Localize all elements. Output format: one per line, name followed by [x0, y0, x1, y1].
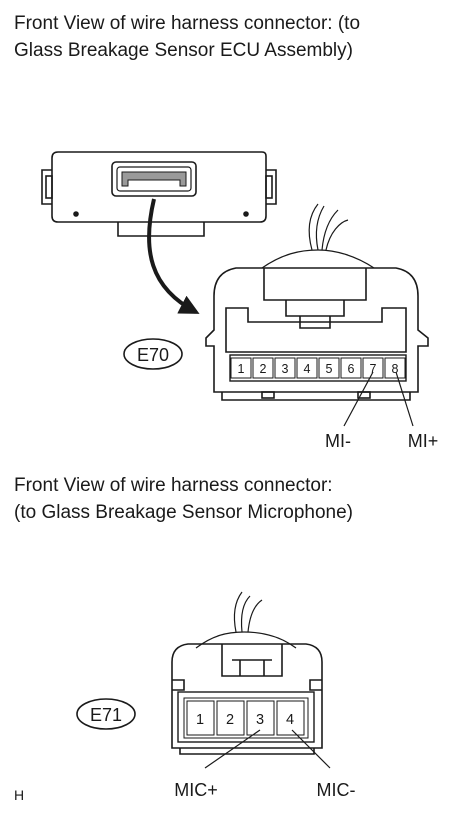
e71-pin-1: 1: [196, 712, 204, 728]
ecu-socket: [111, 161, 197, 197]
e70-pin-cell: [318, 357, 340, 379]
e71-pin-row: 1 2 3 4: [177, 691, 315, 743]
e70-connector-housing: [205, 267, 429, 401]
e71-connector-housing: [171, 643, 323, 755]
e70-pin-8: 8: [392, 362, 399, 376]
e70-pin-2: 2: [260, 362, 267, 376]
e71-label-mic-minus: MIC-: [317, 780, 356, 800]
footer-mark: H: [14, 787, 25, 803]
ecu-to-connector-arrow: [147, 198, 200, 314]
e71-pin-cell: [276, 700, 305, 736]
e70-pin-1: 1: [238, 362, 245, 376]
e71-harness-wires: [195, 591, 297, 649]
ecu-caption-line-1: Front View of wire harness connector: (t…: [14, 13, 361, 34]
e71-label-mic-plus: MIC+: [174, 780, 218, 800]
e70-harness-wires: [261, 203, 375, 269]
e70-pin-cell: [362, 357, 384, 379]
e70-pin-cell: [252, 357, 274, 379]
e71-pin-cell: [246, 700, 275, 736]
mic-caption-line-2: (to Glass Breakage Sensor Microphone): [14, 502, 353, 523]
ecu-connector-caption: Front View of wire harness connector: (t…: [14, 10, 360, 64]
e70-pin-cell: [340, 357, 362, 379]
e70-pin-6: 6: [348, 362, 355, 376]
e71-pin-2: 2: [226, 712, 234, 728]
e70-connector-id: E70: [123, 338, 183, 370]
e71-id-text: E71: [90, 705, 122, 725]
e70-pin-cell: [230, 357, 252, 379]
ecu-assembly-body: [41, 151, 277, 237]
mic-connector-caption: Front View of wire harness connector: (t…: [14, 472, 353, 526]
e70-pin-3: 3: [282, 362, 289, 376]
e70-pin-cell: [274, 357, 296, 379]
e71-connector-id: E71: [76, 698, 136, 730]
e70-id-text: E70: [137, 345, 169, 365]
e70-pin-cell: [384, 357, 406, 379]
e70-label-mi-plus: MI+: [408, 431, 439, 451]
e70-pin-5: 5: [326, 362, 333, 376]
e71-pin-3: 3: [256, 712, 264, 728]
e70-pin-row: 1 2 3 4 5 6 7 8: [229, 354, 407, 382]
ecu-caption-line-2: Glass Breakage Sensor ECU Assembly): [14, 40, 353, 61]
e70-label-mi-minus: MI-: [325, 431, 351, 451]
e71-leader-lines: [204, 729, 331, 769]
mic-caption-line-1: Front View of wire harness connector:: [14, 475, 333, 496]
e71-pin-cell: [186, 700, 215, 736]
e70-pin-cell: [296, 357, 318, 379]
e70-pin-7: 7: [370, 362, 377, 376]
e71-pin-cell: [216, 700, 245, 736]
e70-pin-4: 4: [304, 362, 311, 376]
e71-pin-4: 4: [286, 712, 294, 728]
e70-leader-lines: [343, 371, 414, 427]
